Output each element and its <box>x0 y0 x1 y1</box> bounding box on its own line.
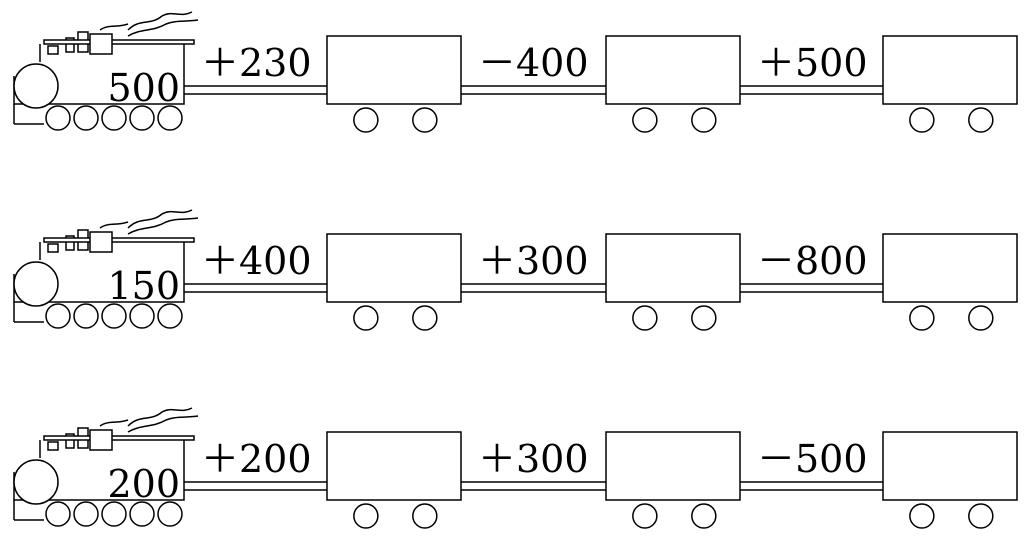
wagon-wheel <box>691 305 717 331</box>
operation-label: ＋300 <box>478 239 589 283</box>
engine-wheel <box>129 303 155 329</box>
engine-roof <box>43 435 195 441</box>
wagon-wheel <box>968 107 994 133</box>
train-row: 200 ＋200 ＋300 －500 <box>13 407 1018 529</box>
bell <box>47 243 59 253</box>
smoke-line <box>127 19 199 37</box>
wagon-wheel <box>412 503 438 529</box>
wagon-wheel <box>968 503 994 529</box>
wagon-answer-box <box>326 431 462 501</box>
engine-wheel <box>101 105 127 131</box>
engine-wheel <box>157 501 183 527</box>
smoke-line <box>99 419 129 427</box>
wagon-wheel <box>412 107 438 133</box>
wagon-answer-box <box>605 35 741 105</box>
wagon-wheel <box>691 503 717 529</box>
operation-label: －400 <box>478 41 589 85</box>
engine-wheel <box>101 501 127 527</box>
wagon-wheel <box>691 107 717 133</box>
smoke-line <box>127 415 199 433</box>
chimney <box>65 235 75 251</box>
engine-start-number: 200 <box>107 462 180 506</box>
wagon-wheel <box>632 503 658 529</box>
wagon-wheel <box>909 107 935 133</box>
engine-wheel <box>45 303 71 329</box>
engine-wheel <box>129 501 155 527</box>
operation-label: －500 <box>757 437 868 481</box>
bell <box>47 45 59 55</box>
wagon-answer-box <box>605 431 741 501</box>
engine-wheel <box>101 303 127 329</box>
boiler-front <box>13 63 59 109</box>
train-row: 150 ＋400 ＋300 －800 <box>13 209 1018 331</box>
operation-label: ＋500 <box>757 41 868 85</box>
chimney <box>65 433 75 449</box>
engine-wheel <box>157 105 183 131</box>
wagon-wheel <box>353 305 379 331</box>
smoke-line <box>99 221 129 229</box>
smoke-line <box>127 217 199 235</box>
smoke-line <box>127 209 193 229</box>
train-row: 500 ＋230 －400 ＋500 <box>13 11 1018 133</box>
wagon-wheel <box>412 305 438 331</box>
smoke-line <box>99 23 129 31</box>
engine-wheel <box>129 105 155 131</box>
boiler-front <box>13 459 59 505</box>
wagon-wheel <box>968 305 994 331</box>
operation-label: ＋300 <box>478 437 589 481</box>
cab-window <box>89 429 113 451</box>
cab-window <box>89 231 113 253</box>
wagon-answer-box <box>882 233 1018 303</box>
wagon-answer-box <box>605 233 741 303</box>
operation-label: －800 <box>757 239 868 283</box>
engine-wheel <box>73 303 99 329</box>
bell <box>47 441 59 451</box>
engine-wheel <box>73 501 99 527</box>
wagon-answer-box <box>882 35 1018 105</box>
operation-label: ＋400 <box>201 239 312 283</box>
cab-window <box>89 33 113 55</box>
boiler-front <box>13 261 59 307</box>
engine-start-number: 150 <box>107 264 180 308</box>
smoke-line <box>127 11 193 31</box>
operation-label: ＋230 <box>201 41 312 85</box>
wagon-wheel <box>909 305 935 331</box>
engine-roof <box>43 39 195 45</box>
engine-wheel <box>45 105 71 131</box>
wagon-wheel <box>632 107 658 133</box>
smoke-line <box>127 407 193 427</box>
engine-wheel <box>157 303 183 329</box>
chimney <box>65 37 75 53</box>
wagon-wheel <box>909 503 935 529</box>
wagon-wheel <box>632 305 658 331</box>
wagon-wheel <box>353 503 379 529</box>
wagon-answer-box <box>882 431 1018 501</box>
wagon-answer-box <box>326 233 462 303</box>
wagon-answer-box <box>326 35 462 105</box>
engine-wheel <box>73 105 99 131</box>
engine-wheel <box>45 501 71 527</box>
engine-roof <box>43 237 195 243</box>
operation-label: ＋200 <box>201 437 312 481</box>
engine-start-number: 500 <box>107 66 180 110</box>
wagon-wheel <box>353 107 379 133</box>
